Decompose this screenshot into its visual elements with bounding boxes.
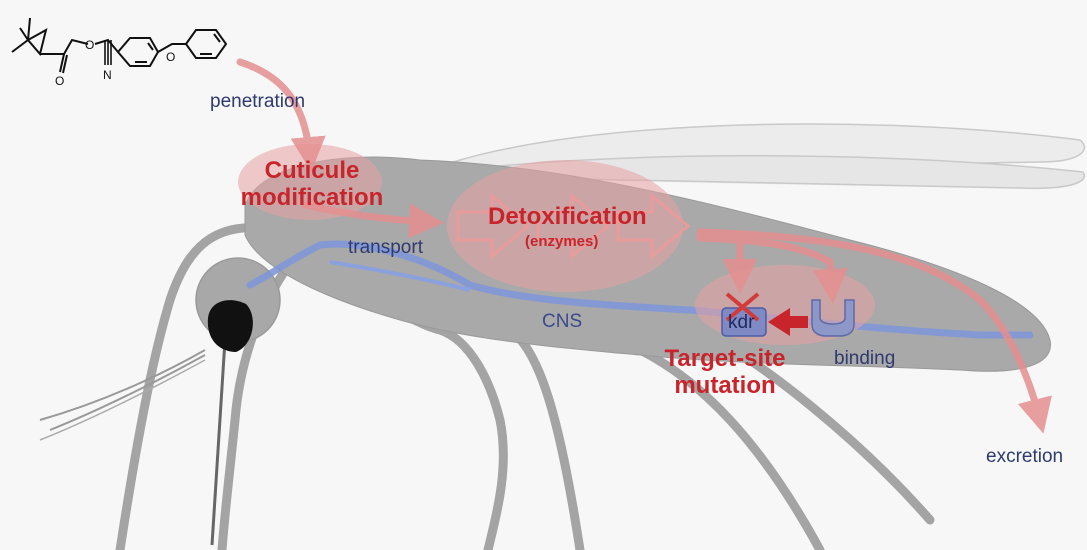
- transport-label: transport: [348, 238, 423, 257]
- excretion-label: excretion: [986, 447, 1063, 466]
- penetration-label: penetration: [210, 92, 305, 111]
- pyrethroid-molecule: [12, 18, 226, 73]
- atom-carbonyl-o: O: [55, 74, 64, 88]
- molecule-atoms: O O O N: [55, 38, 175, 88]
- cns-label: CNS: [542, 312, 582, 331]
- detoxification-label: Detoxification: [488, 204, 647, 231]
- proboscis-antennae: [40, 340, 225, 545]
- atom-ester-o: O: [85, 38, 94, 52]
- kdr-label: kdr: [728, 313, 754, 332]
- cuticle-modification-label: Cuticule modification: [232, 158, 392, 212]
- enzymes-label: (enzymes): [525, 234, 598, 249]
- binding-label: binding: [834, 349, 895, 368]
- atom-ether-o: O: [166, 50, 175, 64]
- atom-nitrile-n: N: [103, 68, 112, 82]
- target-site-mutation-label: Target-site mutation: [650, 346, 800, 400]
